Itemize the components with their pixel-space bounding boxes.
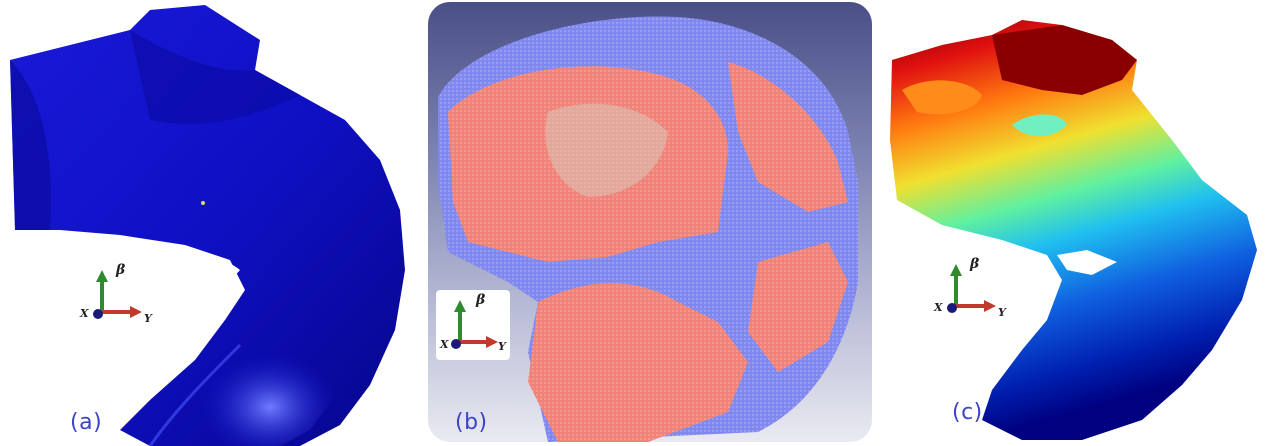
axis-label-y: Y <box>498 340 506 353</box>
axis-label-beta: β <box>476 292 486 308</box>
axis-label-x: X <box>934 301 943 314</box>
axis-label-y: Y <box>144 312 152 325</box>
voxel-render <box>438 16 858 442</box>
axis-triad: β X Y <box>932 256 1012 326</box>
caption-b: (b) <box>455 410 488 435</box>
axis-label-x: X <box>80 307 89 320</box>
panel-c-colormap-model: β X Y <box>882 0 1271 446</box>
panel-b-voxel-model: β X Y <box>428 2 872 442</box>
panel-a-cad-surface: β X Y <box>0 0 418 446</box>
axis-label-y: Y <box>998 306 1006 319</box>
caption-a: (a) <box>70 410 103 435</box>
axis-label-beta: β <box>116 262 126 278</box>
axis-label-beta: β <box>970 256 980 272</box>
colormap-render <box>890 20 1257 440</box>
axis-label-x: X <box>440 338 449 351</box>
cad-surface-render <box>10 5 405 446</box>
caption-c: (c) <box>952 400 983 425</box>
axis-triad-box: β X Y <box>436 290 510 360</box>
axis-triad: β X Y <box>78 262 158 332</box>
